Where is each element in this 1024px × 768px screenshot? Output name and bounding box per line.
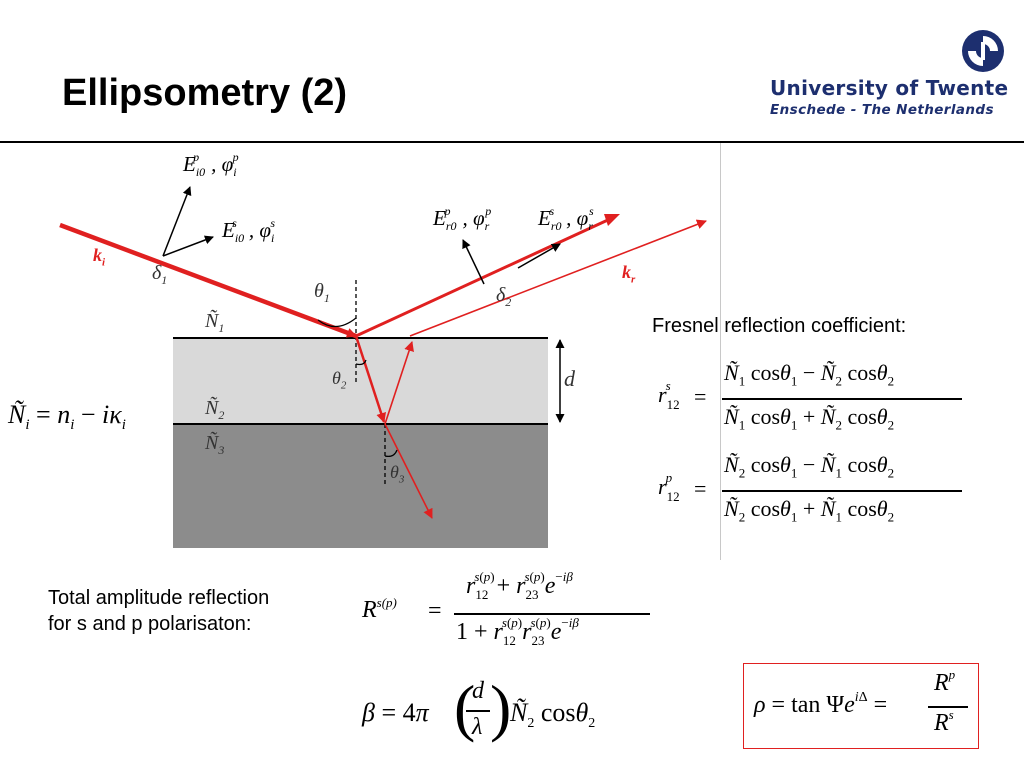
label-n2: Ñ2 <box>205 397 225 422</box>
university-logo-icon <box>962 30 1004 72</box>
fresnel-label: Fresnel reflection coefficient: <box>652 315 907 337</box>
reflected-beam <box>355 217 611 338</box>
complex-index-equation: Ñi = ni − iκi <box>8 400 126 434</box>
field-label-ei0s: Ei0s, φis <box>222 216 275 245</box>
label-theta3: θ3 <box>390 462 405 486</box>
label-kr: kr <box>622 262 636 286</box>
university-location: Enschede - The Netherlands <box>770 102 994 118</box>
rho-equation-box: ρ = tan ΨeiΔ = Rp Rs <box>743 663 979 749</box>
field-label-er0s: Er0s, φrs <box>538 204 594 233</box>
column-divider <box>720 143 721 560</box>
field-label-ei0p: Ei0p, φip <box>183 150 239 179</box>
university-name: University of Twente <box>770 76 1009 100</box>
total-amplitude-label-line1: Total amplitude reflection <box>48 587 270 609</box>
label-delta2: δ2 <box>496 284 512 309</box>
label-d: d <box>564 366 575 391</box>
page-title: Ellipsometry (2) <box>62 72 348 114</box>
ellipsometry-diagram <box>59 186 707 548</box>
field-label-er0p: Er0p, φrp <box>433 204 492 233</box>
incident-beam <box>59 222 357 339</box>
label-n1: Ñ1 <box>205 310 225 335</box>
label-n3: Ñ3 <box>205 432 225 457</box>
title-divider <box>0 141 1024 143</box>
label-delta1: δ1 <box>152 262 168 287</box>
layer-n3 <box>173 424 548 548</box>
label-theta1: θ1 <box>314 280 330 305</box>
label-theta2: θ2 <box>332 368 347 392</box>
total-amplitude-label-line2: for s and p polarisaton: <box>48 613 252 635</box>
label-ki: ki <box>93 245 106 269</box>
